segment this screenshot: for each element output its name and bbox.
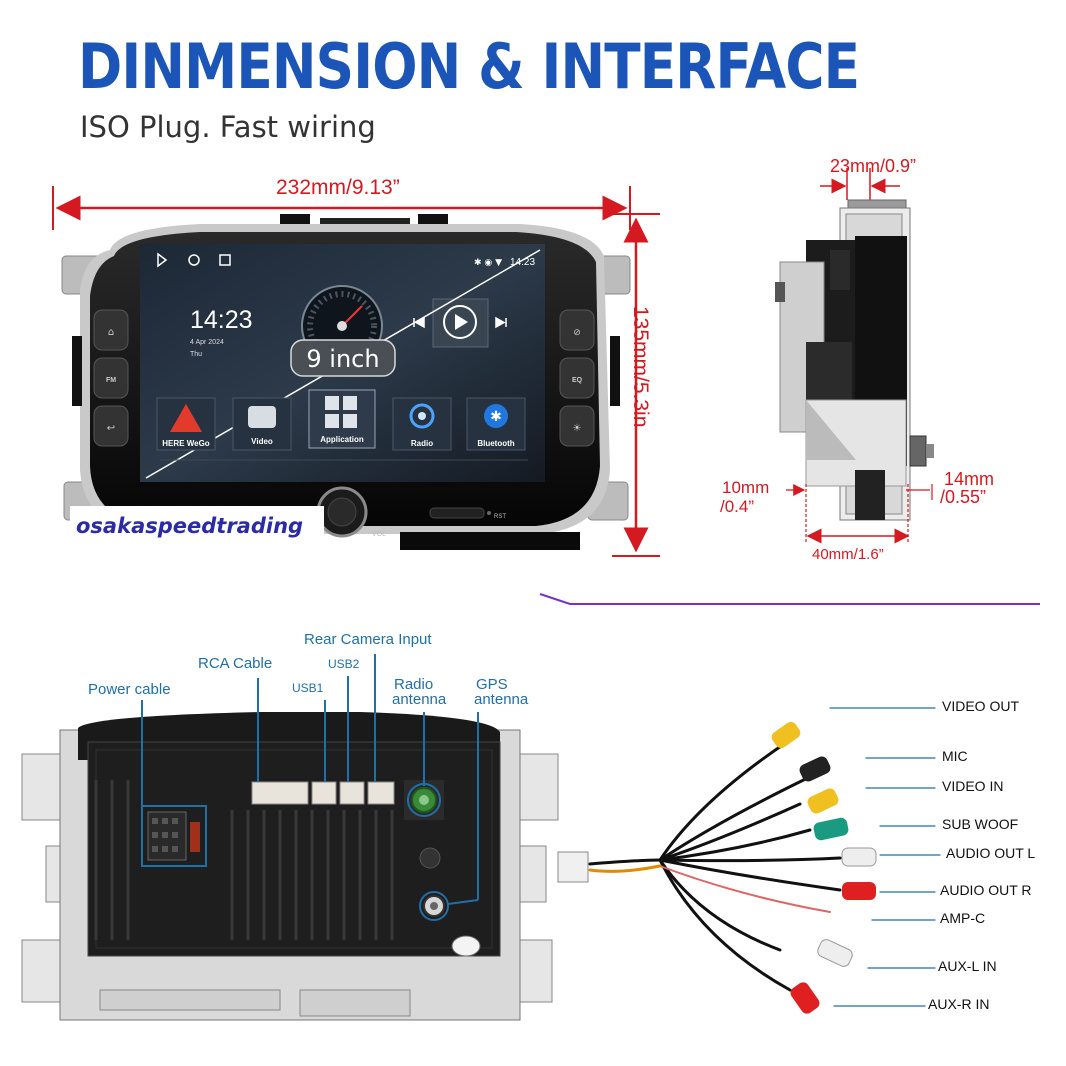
app-tile-application: [308, 389, 376, 449]
plug-mic: [799, 756, 831, 782]
bottom-dimension-label: 40mm/1.6”: [812, 546, 884, 563]
harness-label-sub-woof: SUB WOOF: [942, 816, 1019, 832]
rca-harness-drawing: [557, 707, 941, 1014]
harness-label-aux-r-in: AUX-R IN: [928, 996, 990, 1012]
app-tiles: HERE WeGo Video Application Radio ✱ Blue…: [156, 389, 526, 451]
svg-text:FM: FM: [106, 377, 116, 384]
harness-label-audio-out-l: AUDIO OUT L: [946, 845, 1036, 861]
harness-label-mic: MIC: [942, 748, 968, 764]
size-badge: [290, 339, 396, 377]
svg-text:✱: ✱: [490, 409, 502, 425]
harness-label-video-in: VIDEO IN: [942, 778, 1004, 794]
hw-button-brightness: [559, 405, 595, 447]
size-badge-text: 9 inch: [306, 345, 379, 373]
watermark-text: osakaspeedtrading: [76, 514, 304, 538]
plug-video-out: [771, 721, 801, 749]
harness-label-audio-out-r: AUDIO OUT R: [940, 882, 1032, 898]
plug-aux-l: [817, 939, 853, 967]
harness-connector: [557, 851, 589, 883]
side-view-drawing: [775, 168, 934, 544]
app-label-bluetooth: Bluetooth: [477, 439, 514, 448]
hw-button-fm: [93, 357, 129, 399]
callout-rear-camera: Rear Camera Input: [304, 631, 432, 648]
bottom-lip: [400, 532, 580, 550]
callout-usb1: USB1: [292, 681, 324, 695]
rear-view-drawing: [21, 654, 559, 1021]
right-offset-label-1: 14mm: [944, 469, 995, 489]
plug-audio-out-r: [842, 882, 876, 900]
hw-button-back: [93, 405, 129, 447]
play-icon: [443, 305, 477, 339]
clock-day: Thu: [190, 351, 202, 358]
camera-connector: [367, 781, 395, 805]
width-dimension-label: 232mm/9.13”: [276, 176, 400, 199]
home-nav-icon: [188, 254, 200, 266]
left-offset-label-1: 10mm: [722, 478, 770, 497]
app-label-here: HERE WeGo: [162, 439, 210, 448]
callout-radio-antenna-1: Radio: [394, 676, 434, 693]
app-label-application: Application: [320, 435, 364, 444]
plug-audio-out-l: [841, 847, 877, 867]
callout-gps-antenna-1: GPS: [476, 676, 508, 693]
callout-rca-cable: RCA Cable: [198, 655, 273, 672]
harness-label-amp-c: AMP-C: [940, 910, 986, 926]
sd-slot: [429, 507, 485, 519]
app-tile-radio: [392, 397, 452, 451]
side-tab-left: [72, 336, 82, 406]
plug-video-in: [807, 788, 839, 814]
usb2-connector: [339, 781, 365, 805]
harness-label-aux-l-in: AUX-L IN: [938, 958, 997, 974]
svg-text:⌂: ⌂: [108, 327, 114, 338]
status-time: 14:23: [510, 257, 535, 268]
side-tab-right: [610, 336, 620, 406]
svg-text:↩: ↩: [107, 423, 115, 434]
volume-label: VOL: [372, 531, 386, 538]
status-icons: ✱ ◉ ▼: [474, 258, 502, 268]
height-dimension-label: 135mm/5.3in: [629, 306, 652, 428]
callout-power-cable: Power cable: [88, 681, 171, 698]
reset-label: RST: [494, 514, 506, 520]
callout-gps-antenna-2: antenna: [474, 691, 529, 708]
plug-aux-r: [790, 982, 820, 1014]
hw-button-eq: [559, 357, 595, 399]
plug-sub-woof: [813, 817, 849, 841]
recents-nav-icon: [219, 254, 231, 266]
svg-text:☀: ☀: [573, 423, 582, 434]
reset-hole: [487, 511, 491, 515]
top-clip-2: [320, 218, 410, 228]
svg-text:EQ: EQ: [572, 377, 583, 384]
left-offset-label-2: /0.4”: [720, 497, 755, 516]
app-label-video: Video: [251, 437, 273, 446]
app-label-radio: Radio: [411, 439, 433, 448]
harness-label-video-out: VIDEO OUT: [942, 698, 1020, 714]
clock-date: 4 Apr 2024: [190, 339, 224, 346]
right-offset-label-2: /0.55”: [940, 487, 987, 507]
svg-text:⊘: ⊘: [573, 328, 581, 338]
next-track-icon: [495, 316, 507, 329]
rca-connector: [251, 781, 309, 805]
callout-radio-antenna-2: antenna: [392, 691, 447, 708]
hw-button-navigation: [559, 309, 595, 351]
page-title: DINMENSION & INTERFACE: [78, 30, 860, 103]
clock-time: 14:23: [190, 306, 253, 334]
back-nav-icon: [157, 252, 168, 268]
callout-usb2: USB2: [328, 657, 360, 671]
watermark-box: osakaspeedtrading: [70, 506, 324, 550]
page-subtitle: ISO Plug. Fast wiring: [80, 110, 376, 144]
depth-label: 23mm/0.9”: [830, 156, 917, 176]
usb1-connector: [311, 781, 337, 805]
hw-button-home: [93, 309, 129, 351]
